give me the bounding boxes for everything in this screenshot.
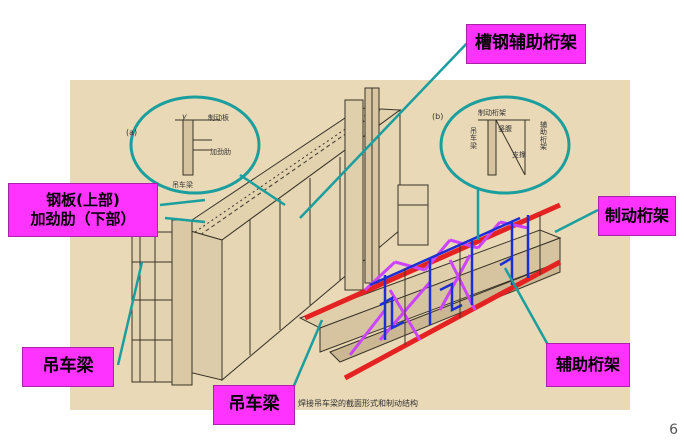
inset-right-drawing bbox=[478, 119, 530, 176]
label-aux-truss: 辅助桁架 bbox=[546, 343, 630, 387]
inset-right-girder: 吊车梁 bbox=[470, 127, 477, 150]
inset-right-tag: (b) bbox=[432, 112, 444, 121]
label-steel-plate: 钢板(上部) bbox=[46, 191, 120, 210]
label-brake-truss: 制动桁架 bbox=[598, 196, 676, 236]
inset-left-tag: (a) bbox=[126, 128, 138, 137]
label-channel-aux-truss: 槽钢辅助桁架 bbox=[466, 24, 586, 64]
inset-left-y-axis: y bbox=[182, 112, 187, 121]
red-chord-bottom bbox=[343, 259, 562, 381]
inset-left-drawing bbox=[175, 119, 220, 176]
inset-left-brake-plate: 制动板 bbox=[208, 114, 229, 122]
inset-right-aux: 辅助桁架 bbox=[540, 121, 547, 152]
left-girder-drawing bbox=[131, 87, 429, 386]
label-steel-plate-stiffener: 钢板(上部) 加劲肋（下部） bbox=[8, 183, 158, 237]
figure-caption: 焊接吊车梁的截面形式和制动结构 bbox=[298, 399, 418, 408]
page-number: 6 bbox=[669, 422, 678, 438]
inset-right-ellipse bbox=[439, 95, 571, 195]
inset-left-stiffener: 加劲肋 bbox=[210, 148, 231, 156]
inset-left-girder: 吊车梁 bbox=[172, 181, 193, 189]
inset-right-brake-truss: 制动桁架 bbox=[478, 109, 506, 117]
inset-right-vertical: 竖腹 bbox=[498, 125, 512, 133]
callout-lines bbox=[116, 39, 599, 396]
right-truss-drawing bbox=[298, 202, 562, 381]
label-crane-girder-left: 吊车梁 bbox=[22, 347, 114, 387]
inset-left-ellipse bbox=[129, 95, 261, 195]
label-crane-girder-bottom: 吊车梁 bbox=[213, 385, 295, 425]
inset-right-support: 支撑 bbox=[512, 151, 526, 159]
label-stiffener: 加劲肋（下部） bbox=[30, 210, 136, 228]
